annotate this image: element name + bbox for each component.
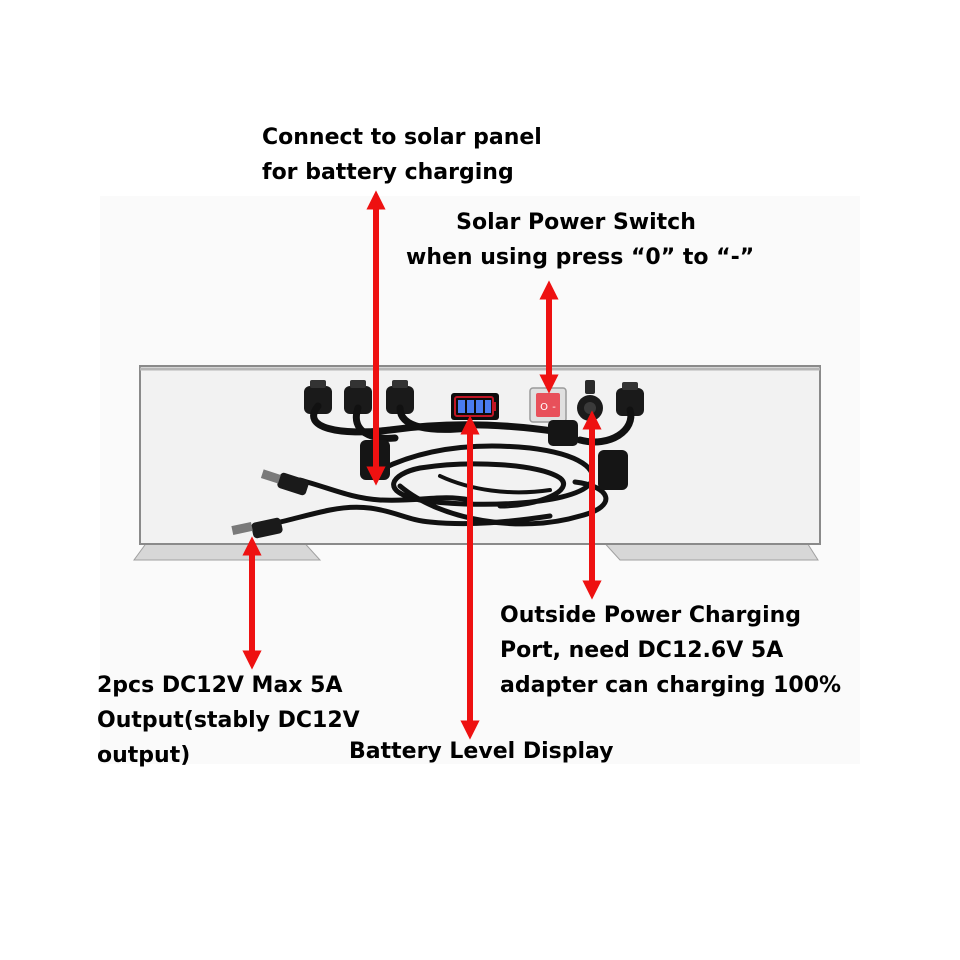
callout-solar-input: Connect to solar panel for battery charg…: [262, 120, 542, 190]
cable-gland-4: [616, 382, 644, 416]
callout-dc-output-line-3: output): [97, 743, 191, 768]
switch-off-mark: -: [552, 402, 556, 413]
callout-charging-port-line-1: Outside Power Charging: [500, 603, 802, 628]
switch-on-mark: O: [540, 402, 548, 413]
callout-battery-display: Battery Level Display: [349, 734, 614, 769]
battery-level-display: [451, 393, 499, 420]
callout-solar-switch-line-2: when using press “0” to “-”: [406, 245, 755, 270]
callout-dc-output: 2pcs DC12V Max 5A Output(stably DC12V ou…: [97, 668, 360, 773]
callout-dc-output-line-1: 2pcs DC12V Max 5A: [97, 673, 343, 698]
callout-charging-port: Outside Power Charging Port, need DC12.6…: [500, 598, 841, 703]
callout-charging-port-line-2: Port, need DC12.6V 5A: [500, 638, 784, 663]
callout-solar-input-line-2: for battery charging: [262, 160, 514, 185]
callout-charging-port-line-3: adapter can charging 100%: [500, 673, 842, 698]
cable-gland-3: [386, 380, 414, 414]
callout-solar-switch-line-1: Solar Power Switch: [456, 210, 696, 235]
inline-connector-1: [548, 420, 578, 446]
solar-power-switch[interactable]: O -: [529, 387, 567, 423]
callout-battery-display-line-1: Battery Level Display: [349, 739, 614, 764]
callout-solar-input-line-1: Connect to solar panel: [262, 125, 542, 150]
callout-solar-switch: Solar Power Switch when using press “0” …: [406, 205, 755, 275]
dc-output-plug-2: [231, 517, 283, 539]
cable-gland-1: [304, 380, 332, 414]
cable-gland-2: [344, 380, 372, 414]
inline-connector-2: [598, 450, 628, 490]
dc-output-plug-1: [260, 469, 309, 496]
device-panel: [139, 365, 821, 545]
callout-dc-output-line-2: Output(stably DC12V: [97, 708, 360, 733]
